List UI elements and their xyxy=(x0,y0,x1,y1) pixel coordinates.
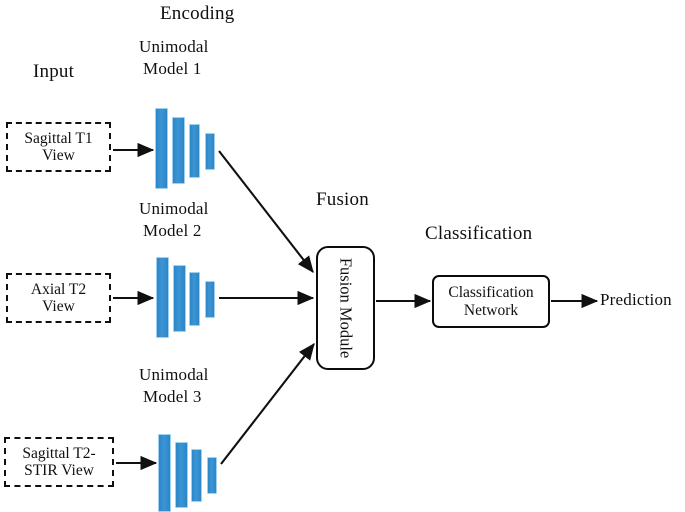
stage-heading-classification: Classification xyxy=(425,223,533,244)
input-box-axial-t2-line1: Axial T2 xyxy=(30,280,87,298)
fusion-module-label: Fusion Module xyxy=(336,257,356,359)
unimodal-model-1-label-line1: Unimodal xyxy=(139,37,209,56)
unimodal-model-3-label-line1: Unimodal xyxy=(139,365,209,384)
stage-heading-input: Input xyxy=(33,61,75,82)
conv-bar-branch3-2 xyxy=(175,442,188,508)
conv-bar-branch2-3 xyxy=(189,272,200,326)
conv-bar-branch2-4 xyxy=(205,281,215,318)
stage-heading-fusion: Fusion xyxy=(316,189,369,210)
input-box-sagittal-t2-stir[interactable]: Sagittal T2- STIR View xyxy=(4,437,114,487)
input-box-sagittal-t1-line1: Sagittal T1 xyxy=(24,129,93,147)
input-box-sagittal-t2-stir-line1: Sagittal T2- xyxy=(22,444,96,462)
fusion-module-box[interactable]: Fusion Module xyxy=(316,246,375,370)
conv-bar-branch3-1 xyxy=(158,434,171,512)
classification-network-label-line2: Network xyxy=(463,301,519,319)
input-box-sagittal-t1[interactable]: Sagittal T1 View xyxy=(6,122,111,172)
unimodal-model-2-label-line1: Unimodal xyxy=(139,199,209,218)
input-box-axial-t2-line2: View xyxy=(42,298,75,315)
conv-bar-branch1-1 xyxy=(155,108,168,189)
arrow-model-3-to-fusion xyxy=(220,343,315,465)
unimodal-model-2-label-line2: Model 2 xyxy=(143,221,202,240)
conv-bar-branch1-2 xyxy=(172,117,185,184)
unimodal-model-1-label-line2: Model 1 xyxy=(143,59,202,78)
prediction-label: Prediction xyxy=(600,290,672,309)
stage-heading-encoding: Encoding xyxy=(160,3,235,24)
arrow-model-1-to-fusion xyxy=(218,150,314,273)
conv-bar-branch1-3 xyxy=(189,124,200,178)
input-box-sagittal-t1-line2: View xyxy=(42,147,75,164)
conv-bar-branch1-4 xyxy=(205,133,215,170)
input-box-axial-t2[interactable]: Axial T2 View xyxy=(6,273,111,323)
conv-bar-branch3-4 xyxy=(207,457,217,494)
conv-bar-branch3-3 xyxy=(191,449,202,502)
conv-bar-branch2-2 xyxy=(173,265,186,332)
unimodal-model-3-label-line2: Model 3 xyxy=(143,387,202,406)
classification-network-label-line1: Classification xyxy=(448,283,534,301)
input-box-sagittal-t2-stir-line2: STIR View xyxy=(24,462,94,479)
classification-network-box[interactable]: Classification Network xyxy=(432,275,550,328)
conv-bar-branch2-1 xyxy=(156,257,169,338)
